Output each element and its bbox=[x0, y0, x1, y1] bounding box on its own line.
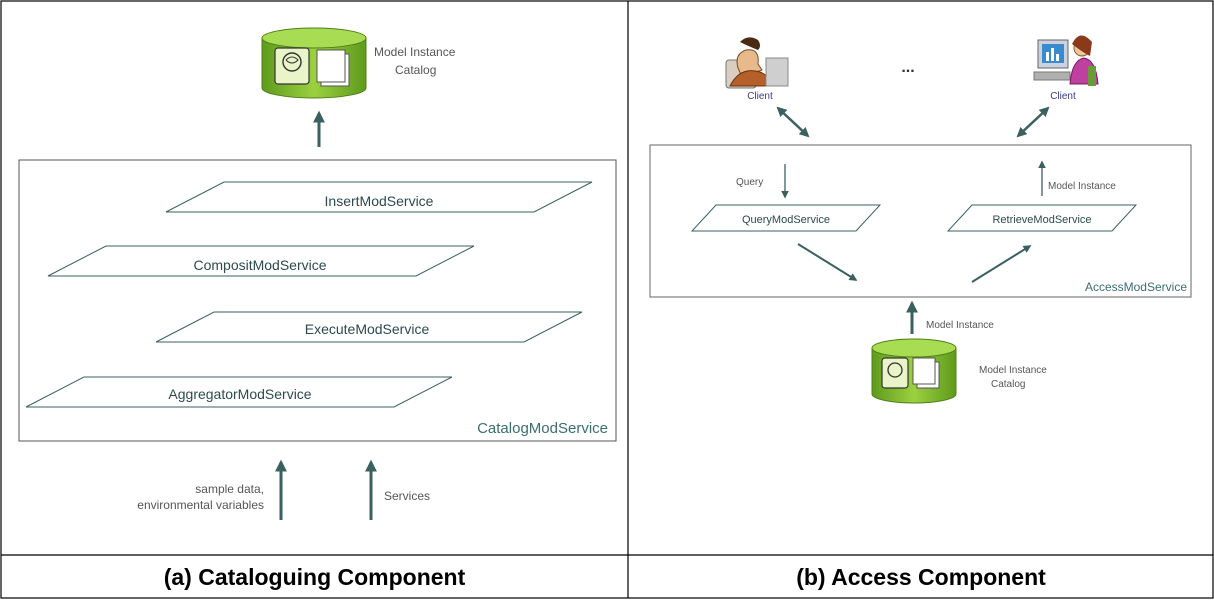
aggregator-mod-service: AggregatorModService bbox=[25, 376, 453, 408]
retrieve-mod-service-label: RetrieveModService bbox=[992, 214, 1091, 226]
catalog-b-label-line1: Model Instance bbox=[979, 365, 1047, 376]
client-right-arrow bbox=[1016, 106, 1050, 138]
access-mod-service-container bbox=[649, 144, 1192, 298]
model-instance-top-label: Model Instance bbox=[1048, 181, 1116, 192]
execute-mod-service: ExecuteModService bbox=[155, 311, 583, 343]
access-container-label: AccessModService bbox=[1085, 280, 1187, 294]
container-label: CatalogModService bbox=[477, 420, 608, 437]
aggregator-mod-service-label: AggregatorModService bbox=[168, 386, 311, 402]
query-flow-arrow bbox=[797, 243, 858, 281]
insert-mod-service: InsertModService bbox=[165, 181, 593, 213]
client-right-icon bbox=[1033, 35, 1099, 86]
composit-mod-service: CompositModService bbox=[47, 245, 475, 277]
model-instance-bottom-label: Model Instance bbox=[926, 320, 994, 331]
client-left-icon bbox=[725, 37, 789, 89]
catalog-mod-service-container bbox=[18, 159, 617, 442]
query-mod-service-label: QueryModService bbox=[742, 214, 830, 226]
model-instance-catalog-db-icon bbox=[261, 27, 367, 99]
execute-mod-service-label: ExecuteModService bbox=[305, 321, 430, 337]
input-left-line2: environmental variables bbox=[137, 498, 264, 512]
client-right-label: Client bbox=[1050, 91, 1076, 102]
panel-a: Model Instance Catalog CatalogModService… bbox=[18, 27, 617, 520]
panel-b: Client ... Client AccessModService Query… bbox=[649, 35, 1192, 404]
retrieve-mod-service: RetrieveModService bbox=[946, 204, 1138, 232]
catalog-b-label-line2: Catalog bbox=[991, 379, 1025, 390]
catalog-label-line2: Catalog bbox=[395, 63, 436, 77]
client-left-label: Client bbox=[747, 91, 773, 102]
caption-a: (a) Cataloguing Component bbox=[163, 563, 466, 590]
query-mod-service: QueryModService bbox=[690, 204, 882, 232]
query-label: Query bbox=[736, 177, 763, 188]
model-instance-catalog-db-icon-b bbox=[871, 338, 957, 404]
client-left-arrow bbox=[776, 106, 810, 138]
composit-mod-service-label: CompositModService bbox=[193, 257, 326, 273]
input-left-line1: sample data, bbox=[195, 482, 264, 496]
retrieve-flow-arrow bbox=[971, 245, 1032, 283]
insert-mod-service-label: InsertModService bbox=[325, 193, 434, 209]
input-right-label: Services bbox=[384, 489, 430, 503]
caption-b: (b) Access Component bbox=[796, 563, 1046, 590]
catalog-label-line1: Model Instance bbox=[374, 45, 456, 59]
ellipsis-text: ... bbox=[901, 59, 914, 76]
